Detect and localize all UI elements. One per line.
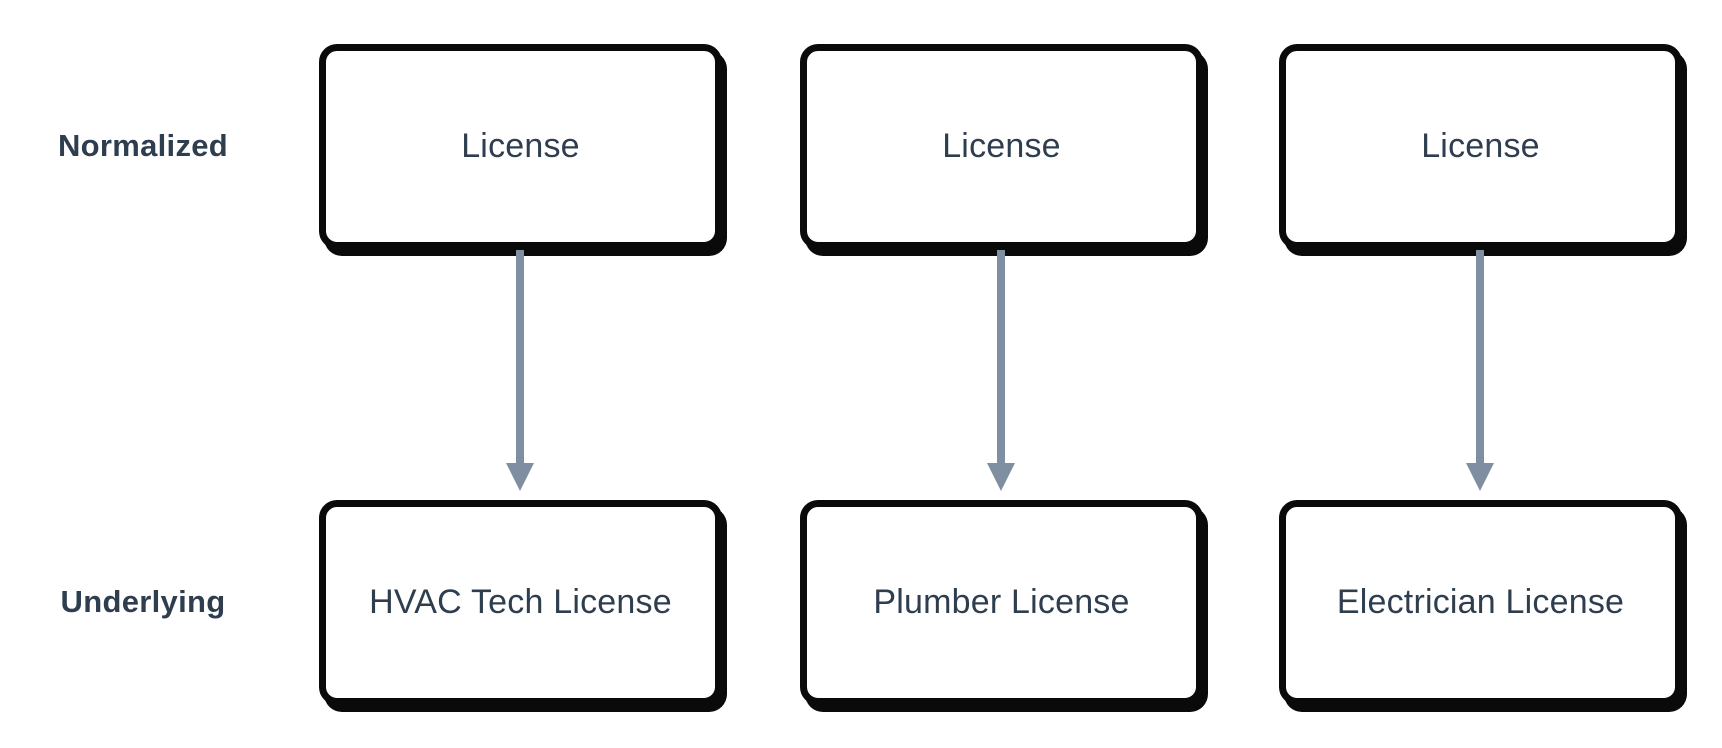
underlying-box-col3-label: Electrician License [1336,583,1625,621]
down-arrow-col3 [1466,250,1494,491]
down-arrow-col1 [506,250,534,491]
underlying-box-col1: HVAC Tech License [319,500,722,705]
row-label-underlying: Underlying [60,584,226,619]
row-label-normalized: Normalized [57,128,229,163]
normalized-box-col3: License [1279,44,1682,249]
underlying-box-col2-label: Plumber License [873,583,1130,621]
normalized-box-col2: License [800,44,1203,249]
underlying-box-col1-label: HVAC Tech License [369,583,672,621]
normalized-box-col1: License [319,44,722,249]
normalized-box-col2-label: License [942,127,1061,165]
underlying-box-col2: Plumber License [800,500,1203,705]
underlying-box-col3: Electrician License [1279,500,1682,705]
normalized-box-col3-label: License [1421,127,1540,165]
normalized-box-col1-label: License [461,127,580,165]
down-arrow-col2 [987,250,1015,491]
